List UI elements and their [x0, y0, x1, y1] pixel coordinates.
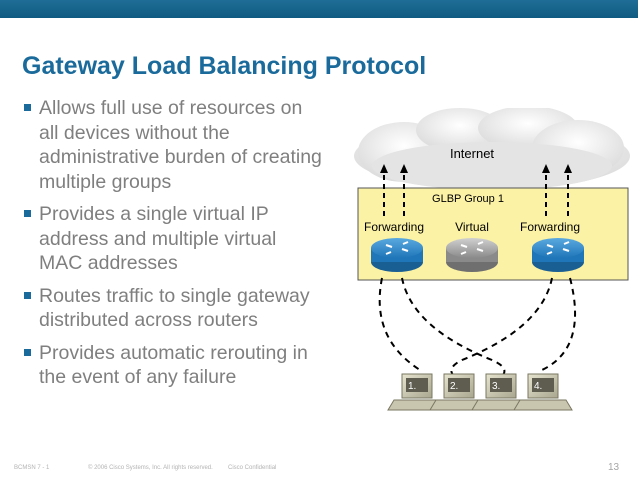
host-label: 3. — [492, 381, 500, 392]
square-bullet-icon — [24, 104, 31, 111]
square-bullet-icon — [24, 210, 31, 217]
uplink-arrows — [383, 172, 569, 216]
router-label-virtual: Virtual — [455, 220, 489, 234]
glbp-diagram: Internet GLBP Group 1 Forwarding Virtual… — [354, 108, 630, 411]
host-traffic-paths — [378, 277, 577, 377]
router-icon — [532, 238, 584, 272]
uplink-arrowheads — [380, 164, 572, 173]
host-label: 2. — [450, 381, 458, 392]
host-label: 1. — [408, 381, 416, 392]
bullet-item: Provides a single virtual IP address and… — [22, 202, 322, 276]
bullet-text: Routes traffic to single gateway distrib… — [39, 284, 310, 332]
host-pc-icon — [513, 373, 573, 411]
bullet-item: Routes traffic to single gateway distrib… — [22, 284, 322, 333]
footer-course: BCMSN 7 - 1 — [14, 465, 50, 471]
footer-confidential: Cisco Confidential — [228, 465, 277, 471]
slide-title: Gateway Load Balancing Protocol — [22, 52, 427, 80]
page-number: 13 — [608, 462, 620, 473]
top-banner — [0, 0, 638, 18]
bullet-item: Allows full use of resources on all devi… — [22, 96, 322, 194]
square-bullet-icon — [24, 291, 31, 299]
internet-label: Internet — [450, 146, 494, 161]
bullet-list: Allows full use of resources on all devi… — [22, 96, 322, 398]
host-pc-icon — [471, 373, 531, 411]
glbp-group-label: GLBP Group 1 — [432, 193, 504, 205]
bullet-text: Allows full use of resources on all devi… — [39, 97, 322, 193]
host-pc-icon — [429, 373, 489, 411]
internet-cloud — [354, 108, 630, 190]
virtual-router-icon — [446, 238, 498, 272]
square-bullet-icon — [24, 348, 31, 356]
bullet-item: Provides automatic rerouting in the even… — [22, 341, 322, 390]
footer-copyright: © 2006 Cisco Systems, Inc. All rights re… — [88, 465, 213, 471]
host-label: 4. — [534, 381, 542, 392]
router-label-forwarding-left: Forwarding — [364, 220, 424, 234]
router-icon — [371, 238, 423, 272]
slide-footer: BCMSN 7 - 1 © 2006 Cisco Systems, Inc. A… — [0, 462, 638, 478]
host-pc-icon — [387, 373, 447, 411]
bullet-text: Provides automatic rerouting in the even… — [39, 341, 308, 389]
router-label-forwarding-right: Forwarding — [520, 220, 580, 234]
bullet-text: Provides a single virtual IP address and… — [39, 203, 277, 274]
